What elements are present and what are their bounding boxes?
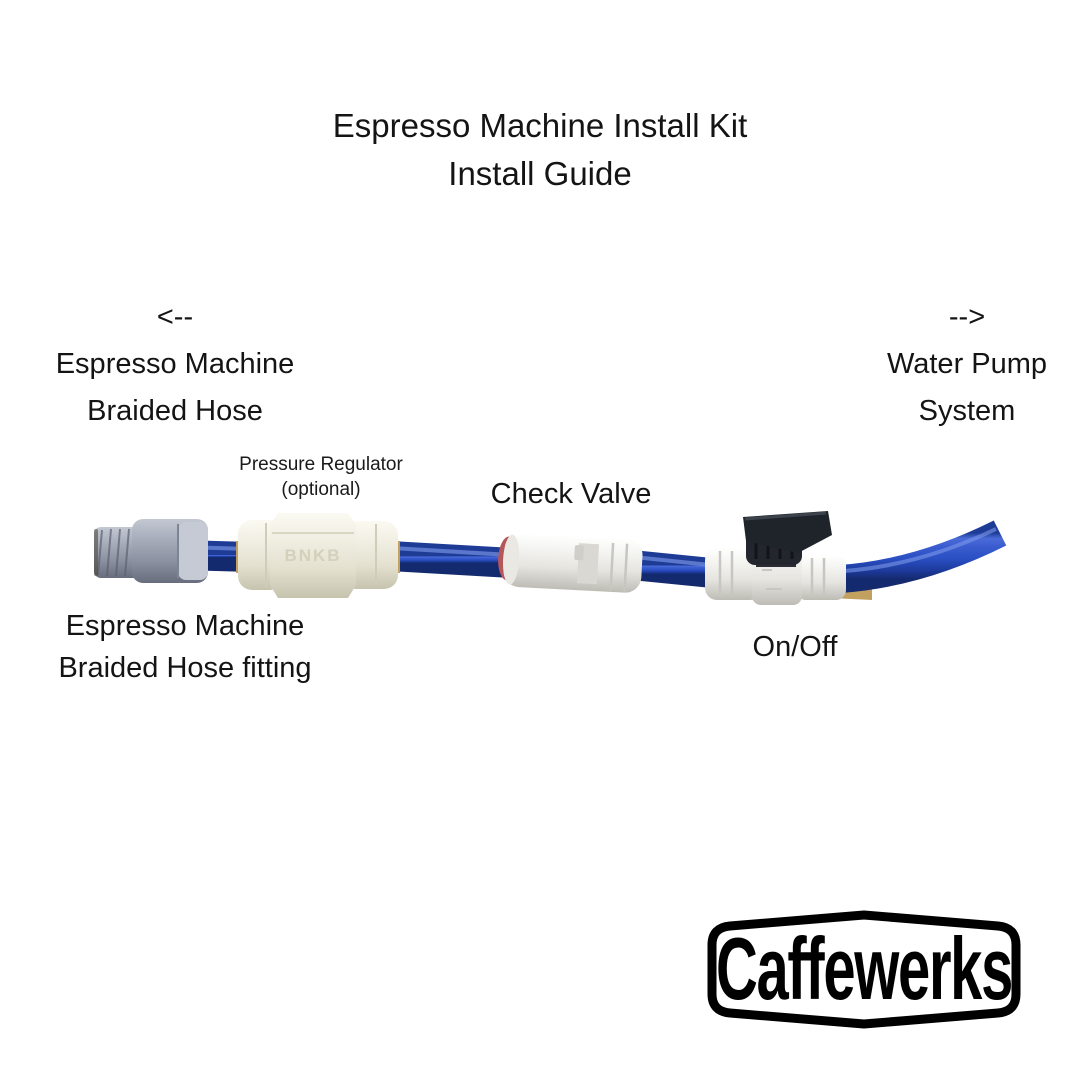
check-valve-label: Check Valve [490, 478, 652, 510]
tube-segment-4-curve [838, 520, 1007, 593]
hose-assembly-svg: BNKB [94, 511, 1007, 605]
fitting-collet-ring [178, 522, 208, 580]
valve-left-collet-rings [718, 551, 734, 597]
pressure-regulator: BNKB [236, 513, 400, 598]
regulator-marking-text: BNKB [284, 546, 341, 565]
valve-handle-highlight [744, 511, 827, 521]
check-valve-notch [574, 545, 584, 561]
hose-assembly-photo: BNKB [80, 495, 1010, 620]
left-label-line2: Braided Hose [87, 395, 263, 427]
left-direction-label: <-- Espresso Machine Braided Hose [0, 294, 350, 435]
pressure-regulator-label: Pressure Regulator (optional) [196, 452, 446, 502]
right-arrow: --> [948, 301, 986, 333]
tube-segment-4-highlight [843, 527, 997, 573]
page-title-line2: Install Guide [448, 155, 632, 192]
check-valve-left-cap [502, 534, 520, 585]
logo-wordmark: Caffewerks [716, 919, 1012, 1018]
fitting-label-line2: Braided Hose fitting [58, 652, 312, 684]
fitting-label-line1: Espresso Machine [65, 610, 305, 642]
caffewerks-logo: Caffewerks [680, 910, 1048, 1035]
logo-badge-outline [707, 910, 1021, 1029]
pressure-regulator-label-line2: (optional) [281, 479, 361, 500]
regulator-hex-body [270, 513, 356, 598]
fitting-thread-lines [97, 528, 130, 577]
right-direction-label: --> Water Pump System [792, 294, 1080, 435]
check-valve-body [503, 533, 643, 593]
valve-right-collet-rings [810, 558, 826, 597]
braided-hose-fitting [94, 519, 208, 583]
right-label-line2: System [918, 395, 1016, 427]
valve-handle-paddle [743, 511, 832, 553]
right-label-line1: Water Pump [886, 348, 1048, 380]
page-title-line1: Espresso Machine Install Kit [332, 107, 748, 144]
tube-segment-2-highlight [391, 546, 511, 557]
tube-segment-2 [389, 541, 513, 578]
check-valve [498, 533, 643, 593]
on-off-label: On/Off [752, 631, 838, 663]
page-title: Espresso Machine Install Kit Install Gui… [0, 102, 1080, 198]
valve-body-marks [762, 569, 782, 590]
pressure-regulator-label-line1: Pressure Regulator [239, 454, 403, 475]
valve-right-collet [796, 555, 846, 600]
left-arrow: <-- [156, 301, 194, 333]
left-label-line1: Espresso Machine [55, 348, 295, 380]
fitting-tip-shadow [94, 529, 98, 576]
check-valve-collet-rings [609, 542, 629, 592]
caffewerks-logo-svg: Caffewerks [707, 910, 1021, 1029]
braided-hose-fitting-label: Espresso Machine Braided Hose fitting [35, 605, 335, 689]
on-off-valve [705, 511, 846, 605]
regulator-hex-facets [272, 532, 354, 580]
